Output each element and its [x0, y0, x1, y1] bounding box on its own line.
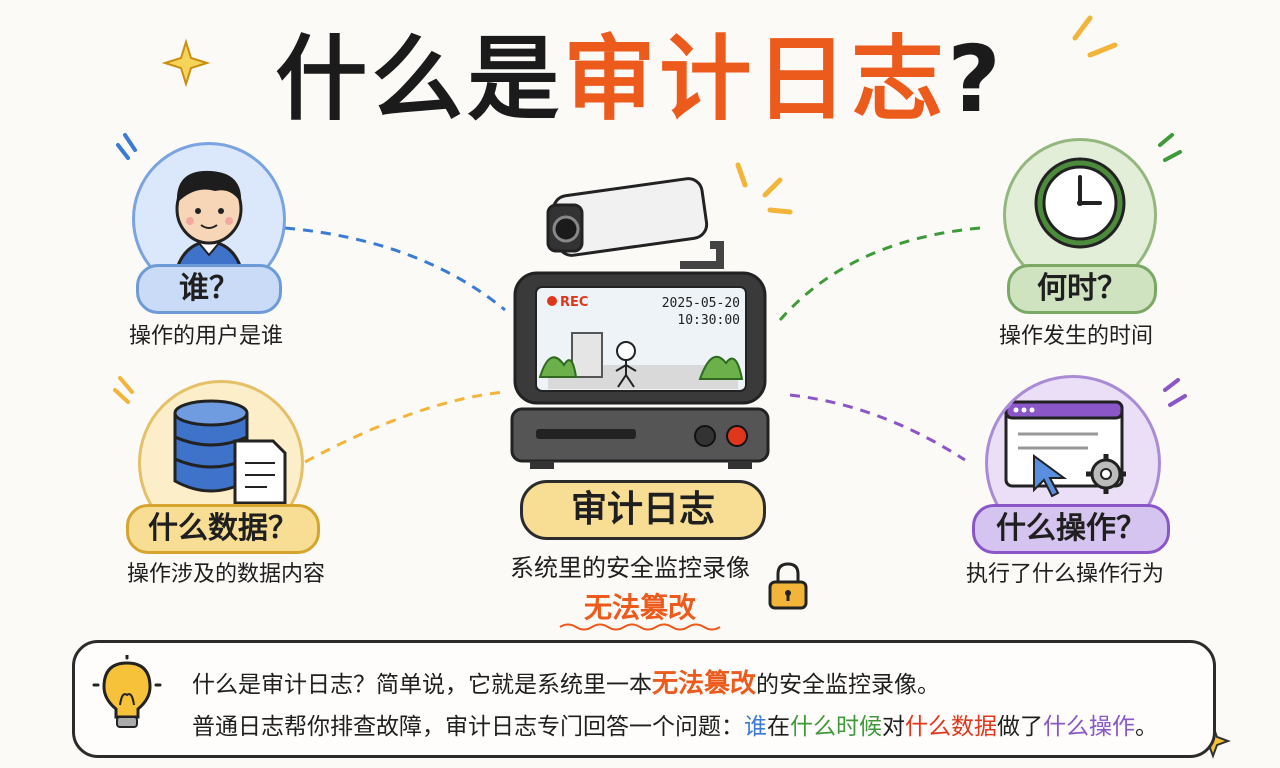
when-label: 何时？ — [1007, 264, 1157, 314]
lightbulb-icon — [92, 655, 162, 728]
cursor-icon — [1033, 454, 1068, 498]
database-icon — [173, 399, 287, 505]
data-desc: 操作涉及的数据内容 — [126, 562, 325, 587]
who-label: 谁？ — [136, 264, 282, 314]
center-label: 审计日志 — [520, 480, 766, 540]
security-camera-monitor — [510, 177, 770, 469]
rec-label: REC — [560, 295, 589, 310]
gear-icon — [1086, 454, 1126, 494]
monitor-date: 2025-05-20 — [661, 296, 740, 311]
browser-window-icon — [1004, 400, 1126, 498]
monitor-time: 10:30:00 — [677, 313, 740, 328]
sparkle-icon — [161, 38, 211, 88]
rec-dot — [547, 296, 557, 306]
tamper-proof-text: 无法篡改 — [583, 591, 696, 624]
clock-icon — [1034, 157, 1126, 249]
when-desc: 操作发生的时间 — [998, 324, 1153, 349]
action-label: 什么操作？ — [972, 504, 1170, 554]
wavy-underline — [559, 623, 721, 631]
document-icon — [233, 439, 287, 505]
data-label: 什么数据？ — [126, 504, 320, 554]
page-title: 什么是审计日志? — [275, 26, 1005, 133]
camera-icon — [546, 177, 724, 269]
who-desc: 操作的用户是谁 — [128, 324, 283, 349]
summary-box — [72, 640, 1216, 758]
summary-line-1: 什么是审计日志？简单说，它就是系统里一本无法篡改的安全监控录像。 — [192, 669, 941, 699]
lock-icon — [768, 562, 808, 610]
center-sub: 系统里的安全监控录像 — [510, 554, 750, 582]
summary-line-2: 普通日志帮你排查故障，审计日志专门回答一个问题：谁在什么时候对什么数据做了什么操… — [192, 714, 1158, 740]
action-desc: 执行了什么操作行为 — [965, 562, 1164, 587]
